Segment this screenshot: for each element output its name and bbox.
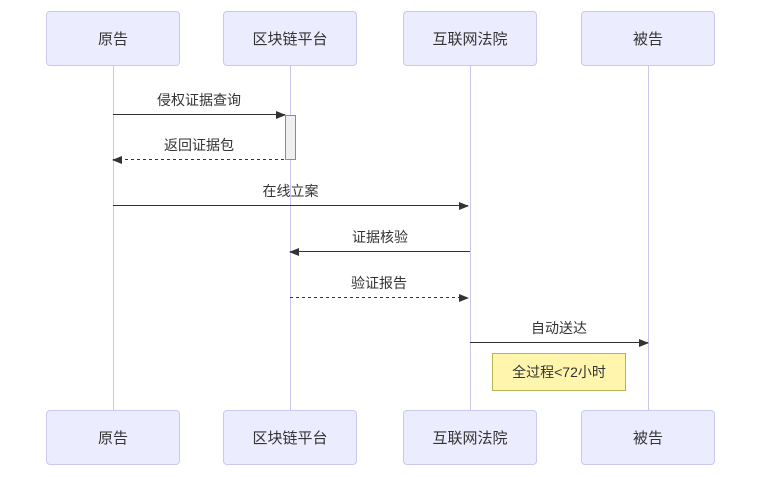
- actor-bottom-plaintiff: 原告: [46, 410, 180, 465]
- message-label: 证据核验: [352, 229, 408, 245]
- actor-top-plaintiff: 原告: [46, 11, 180, 66]
- arrowhead-left-icon: [112, 156, 122, 164]
- message-line: [113, 113, 285, 115]
- message-infringement-evidence-query: 侵权证据查询: [113, 92, 286, 119]
- message-return-evidence-package: 返回证据包: [112, 137, 285, 164]
- actor-bottom-internet-court: 互联网法院: [403, 410, 537, 465]
- message-evidence-verification: 证据核验: [289, 229, 470, 256]
- actor-bottom-blockchain-platform: 区块链平台: [223, 410, 357, 465]
- lifeline-internet-court: [470, 66, 471, 410]
- message-label: 在线立案: [262, 183, 319, 199]
- message-line: [290, 296, 468, 298]
- message-label: 返回证据包: [164, 137, 234, 153]
- arrowhead-right-icon: [459, 294, 469, 302]
- message-line: [470, 341, 648, 343]
- actor-top-defendant: 被告: [581, 11, 715, 66]
- message-automatic-delivery: 自动送达: [470, 320, 649, 347]
- arrowhead-left-icon: [289, 248, 299, 256]
- message-verification-report: 验证报告: [290, 275, 469, 302]
- message-label: 自动送达: [531, 320, 587, 336]
- message-line: [113, 158, 285, 160]
- message-label: 验证报告: [351, 275, 407, 291]
- message-line: [113, 204, 468, 206]
- arrowhead-right-icon: [459, 202, 469, 210]
- arrowhead-right-icon: [639, 339, 649, 347]
- message-line: [290, 250, 470, 252]
- lifeline-defendant: [648, 66, 649, 410]
- note-process-duration: 全过程<72小时: [492, 353, 626, 391]
- lifeline-plaintiff: [113, 66, 114, 410]
- actor-bottom-defendant: 被告: [581, 410, 715, 465]
- actor-top-blockchain-platform: 区块链平台: [223, 11, 357, 66]
- message-label: 侵权证据查询: [157, 92, 241, 108]
- activation-bar-blockchain-platform: [285, 115, 296, 160]
- actor-top-internet-court: 互联网法院: [403, 11, 537, 66]
- message-online-case-filing: 在线立案: [113, 183, 469, 210]
- lifeline-blockchain-platform: [290, 66, 291, 410]
- arrowhead-right-icon: [276, 111, 286, 119]
